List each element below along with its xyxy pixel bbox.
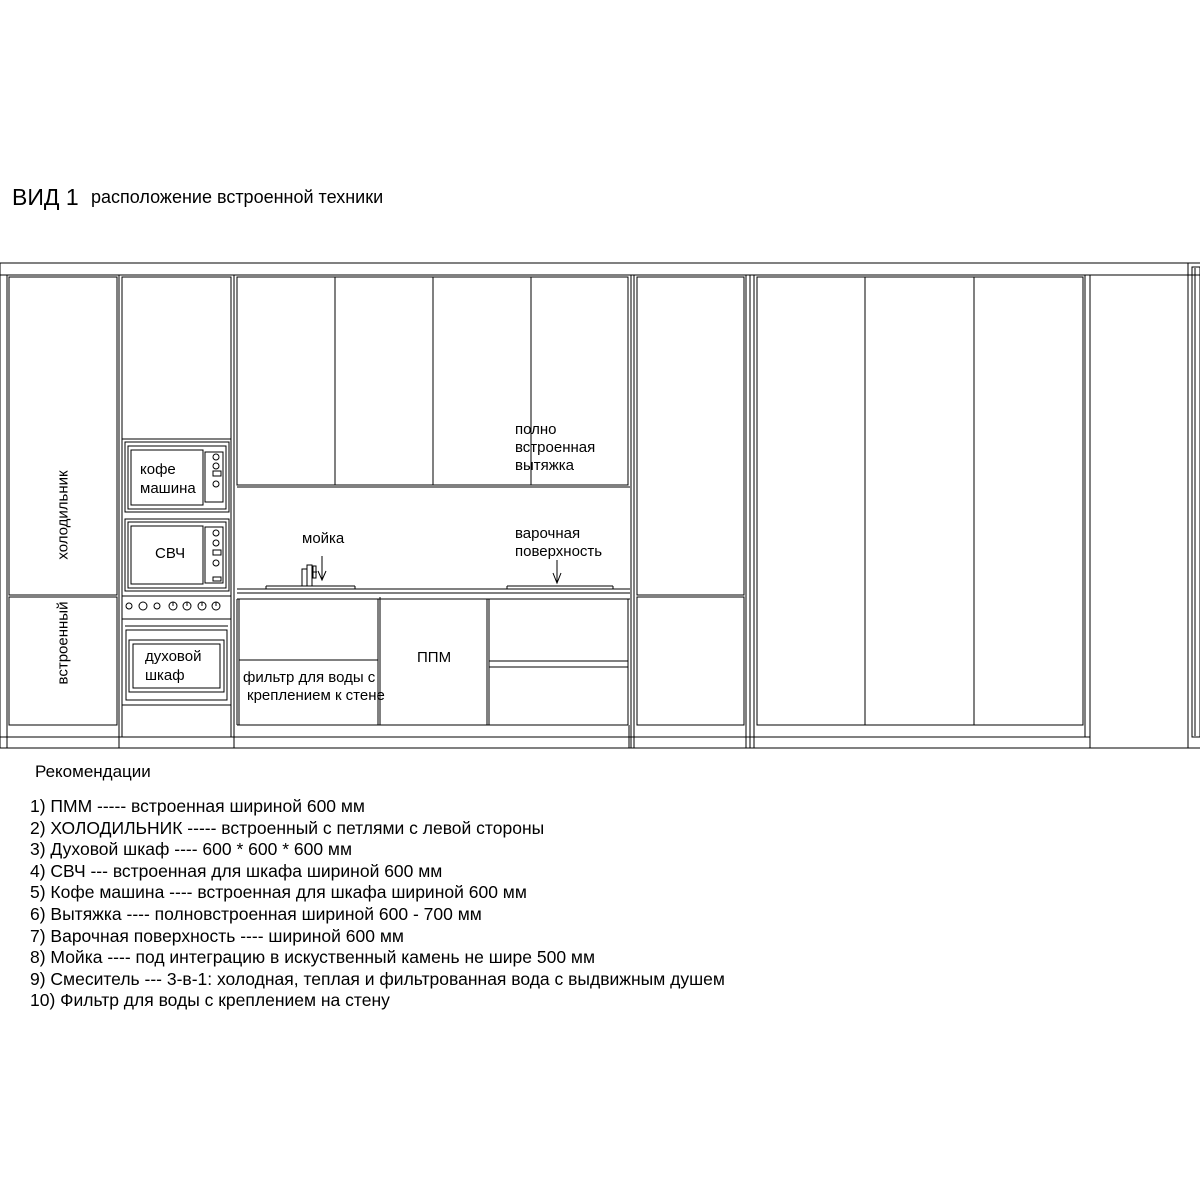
hood-label-1: полно	[515, 421, 557, 438]
oven-label-1: духовой	[145, 648, 202, 665]
base-cabinets	[236, 588, 630, 748]
recommendation-item: 7) Варочная поверхность ---- шириной 600…	[30, 925, 404, 946]
recommendations-list: 1) ПММ ----- встроенная шириной 600 мм 2…	[30, 796, 725, 1012]
wardrobe	[756, 275, 1091, 748]
outer-frame	[0, 262, 1200, 749]
recommendation-item: 8) Мойка ---- под интеграцию в искуствен…	[30, 947, 595, 968]
view-subtitle: расположение встроенной техники	[91, 187, 384, 207]
hob-label-1: варочная	[515, 525, 581, 542]
recommendation-item: 4) СВЧ --- встроенная для шкафа шириной …	[30, 860, 443, 881]
pointer-arrows	[317, 556, 562, 585]
fridge-builtin-label: встроенный	[54, 601, 72, 685]
sink-faucet	[265, 564, 356, 589]
dishwasher-label: ППМ	[417, 649, 452, 666]
kitchen-elevation-drawing	[0, 262, 1200, 749]
oven	[121, 595, 232, 706]
coffee-label-1: кофе	[140, 461, 176, 478]
recommendation-item: 5) Кофе машина ---- встроенная для шкафа…	[30, 882, 527, 903]
doorway	[1187, 263, 1200, 748]
recommendation-item: 3) Духовой шкаф ---- 600 * 600 * 600 мм	[30, 839, 352, 860]
hob-label-2: поверхность	[515, 543, 603, 560]
upper-cabinets	[236, 275, 632, 748]
coffee-machine	[124, 441, 230, 513]
filter-label-1: фильтр для воды с	[243, 669, 376, 686]
sink-label: мойка	[302, 530, 345, 547]
hob	[506, 585, 614, 589]
hood-label-3: вытяжка	[515, 457, 575, 474]
recommendation-item: 2) ХОЛОДИЛЬНИК ----- встроенный с петлям…	[30, 817, 545, 838]
recommendation-item: 1) ПММ ----- встроенная шириной 600 мм	[30, 796, 365, 816]
filter-label-2: креплением к стене	[247, 687, 385, 704]
coffee-label-2: машина	[140, 480, 196, 497]
recommendation-item: 10) Фильтр для воды с креплением на стен…	[30, 990, 390, 1011]
microwave	[124, 518, 230, 592]
hood-label-2: встроенная	[515, 439, 596, 456]
oven-label-2: шкаф	[145, 667, 185, 684]
tall-cabinet	[633, 275, 755, 748]
fridge-cabinet	[6, 275, 120, 748]
fridge-label: холодильник	[54, 470, 72, 560]
microwave-label: СВЧ	[155, 545, 186, 562]
view-title: ВИД 1	[12, 184, 79, 210]
recommendation-item: 9) Смеситель --- 3-в-1: холодная, теплая…	[30, 968, 725, 989]
recommendations-title: Рекомендации	[35, 762, 151, 781]
recommendation-item: 6) Вытяжка ---- полновстроенная шириной …	[30, 903, 482, 924]
